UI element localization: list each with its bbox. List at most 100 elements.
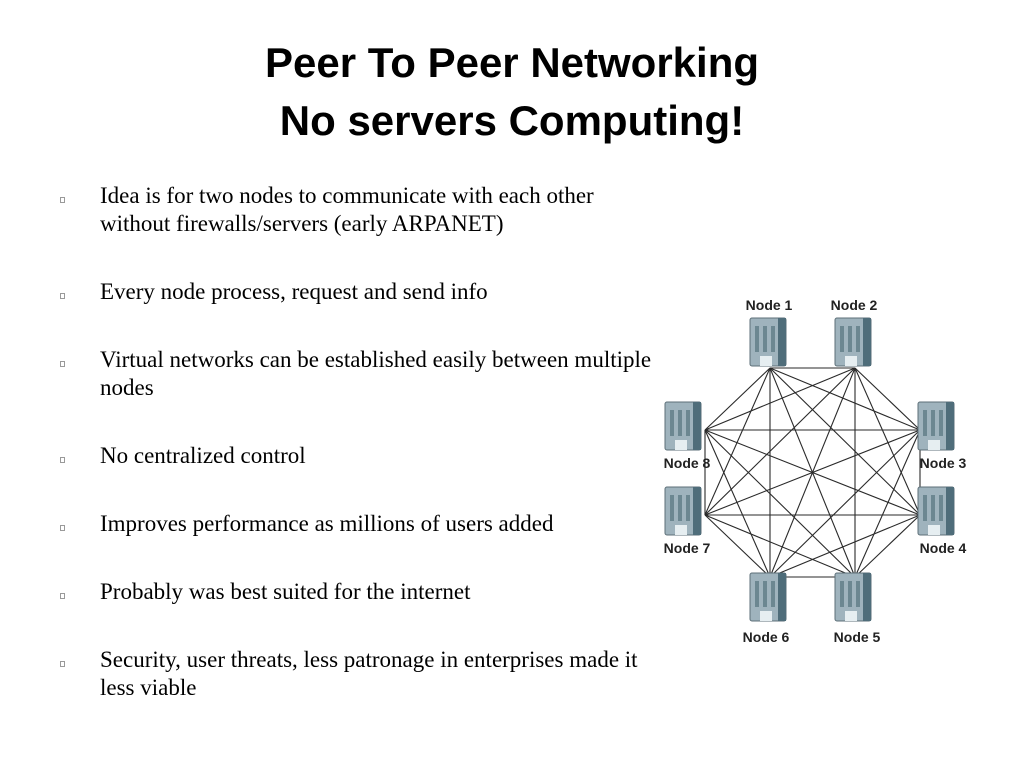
server-vent bbox=[763, 326, 767, 352]
connection-line bbox=[704, 367, 856, 431]
bullet-text: Every node process, request and send inf… bbox=[100, 279, 488, 304]
bullet-text: Probably was best suited for the interne… bbox=[100, 579, 471, 604]
connection-line bbox=[704, 429, 856, 578]
connection-line bbox=[769, 514, 921, 578]
server-vent bbox=[670, 410, 674, 436]
server-side-panel bbox=[693, 487, 701, 535]
node-label: Node 2 bbox=[831, 297, 878, 313]
server-vent bbox=[939, 495, 943, 521]
connection-line bbox=[854, 367, 921, 431]
connection-line bbox=[704, 367, 856, 516]
node-label: Node 5 bbox=[834, 629, 881, 645]
server-node: Node 3 bbox=[917, 401, 967, 471]
node-label: Node 7 bbox=[664, 540, 711, 556]
bullet-text: No centralized control bbox=[100, 443, 306, 468]
connection-line bbox=[769, 367, 921, 516]
server-vent bbox=[755, 326, 759, 352]
server-node: Node 2 bbox=[831, 297, 878, 367]
server-drive-bay bbox=[760, 611, 772, 621]
server-side-panel bbox=[693, 402, 701, 450]
server-drive-bay bbox=[760, 356, 772, 366]
connection-line bbox=[769, 429, 921, 578]
bullet-text: Improves performance as millions of user… bbox=[100, 511, 554, 536]
server-drive-bay bbox=[675, 525, 687, 535]
server-vent bbox=[686, 410, 690, 436]
node-label: Node 4 bbox=[920, 540, 967, 556]
bullet-marker-icon bbox=[60, 593, 65, 599]
server-vent bbox=[840, 326, 844, 352]
server-vent bbox=[686, 495, 690, 521]
node-label: Node 3 bbox=[920, 455, 967, 471]
bullet-text: Security, user threats, less patronage i… bbox=[100, 647, 638, 700]
connection-line bbox=[854, 367, 921, 516]
mesh-connections bbox=[704, 367, 921, 578]
server-node: Node 5 bbox=[834, 572, 881, 645]
title-line-2: No servers Computing! bbox=[279, 97, 745, 144]
server-drive-bay bbox=[845, 356, 857, 366]
server-nodes: Node 1 Node 2 Node 3 Node 4 Node 5 Node 6 Node… bbox=[664, 297, 967, 645]
bullet-item: No centralized control bbox=[58, 442, 658, 470]
server-vent bbox=[939, 410, 943, 436]
server-drive-bay bbox=[928, 440, 940, 450]
bullet-text: Virtual networks can be established easi… bbox=[100, 347, 652, 400]
bullet-marker-icon bbox=[60, 661, 65, 667]
server-node: Node 6 bbox=[743, 572, 790, 645]
server-vent bbox=[670, 495, 674, 521]
bullet-marker-icon bbox=[60, 293, 65, 299]
bullet-marker-icon bbox=[60, 457, 65, 463]
server-vent bbox=[771, 581, 775, 607]
connection-line bbox=[769, 367, 921, 431]
connection-line bbox=[704, 429, 771, 578]
bullet-list: Idea is for two nodes to communicate wit… bbox=[58, 182, 658, 742]
bullet-item: Probably was best suited for the interne… bbox=[58, 578, 658, 606]
server-side-panel bbox=[946, 487, 954, 535]
server-drive-bay bbox=[845, 611, 857, 621]
bullet-text: Idea is for two nodes to communicate wit… bbox=[100, 183, 594, 236]
bullet-item: Every node process, request and send inf… bbox=[58, 278, 658, 306]
server-node: Node 1 bbox=[746, 297, 793, 367]
node-label: Node 8 bbox=[664, 455, 711, 471]
server-drive-bay bbox=[675, 440, 687, 450]
connection-line bbox=[704, 514, 771, 578]
server-vent bbox=[848, 581, 852, 607]
server-vent bbox=[856, 581, 860, 607]
title-line-1: Peer To Peer Networking bbox=[264, 39, 760, 86]
server-side-panel bbox=[863, 318, 871, 366]
server-vent bbox=[856, 326, 860, 352]
server-vent bbox=[840, 581, 844, 607]
bullet-item: Virtual networks can be established easi… bbox=[58, 346, 658, 402]
node-label: Node 1 bbox=[746, 297, 793, 313]
server-side-panel bbox=[778, 573, 786, 621]
server-vent bbox=[931, 495, 935, 521]
server-vent bbox=[848, 326, 852, 352]
node-label: Node 6 bbox=[743, 629, 790, 645]
server-side-panel bbox=[778, 318, 786, 366]
connection-line bbox=[704, 429, 921, 516]
connection-line bbox=[854, 514, 921, 578]
bullet-marker-icon bbox=[60, 197, 65, 203]
bullet-item: Security, user threats, less patronage i… bbox=[58, 646, 658, 702]
bullet-item: Idea is for two nodes to communicate wit… bbox=[58, 182, 658, 238]
server-vent bbox=[678, 495, 682, 521]
server-side-panel bbox=[863, 573, 871, 621]
server-vent bbox=[923, 495, 927, 521]
server-drive-bay bbox=[928, 525, 940, 535]
server-vent bbox=[755, 581, 759, 607]
server-node: Node 7 bbox=[664, 486, 711, 556]
p2p-network-diagram: Node 1 Node 2 Node 3 Node 4 Node 5 Node 6 Node… bbox=[664, 297, 967, 645]
server-vent bbox=[771, 326, 775, 352]
server-vent bbox=[678, 410, 682, 436]
server-side-panel bbox=[946, 402, 954, 450]
server-node: Node 4 bbox=[917, 486, 967, 556]
connection-line bbox=[704, 367, 771, 516]
connection-line bbox=[704, 367, 771, 431]
bullet-marker-icon bbox=[60, 361, 65, 367]
server-node: Node 8 bbox=[664, 401, 711, 471]
bullet-item: Improves performance as millions of user… bbox=[58, 510, 658, 538]
connection-line bbox=[704, 514, 856, 578]
server-vent bbox=[923, 410, 927, 436]
bullet-marker-icon bbox=[60, 525, 65, 531]
connection-line bbox=[854, 429, 921, 578]
slide-title: Peer To Peer Networking No servers Compu… bbox=[0, 34, 1024, 150]
